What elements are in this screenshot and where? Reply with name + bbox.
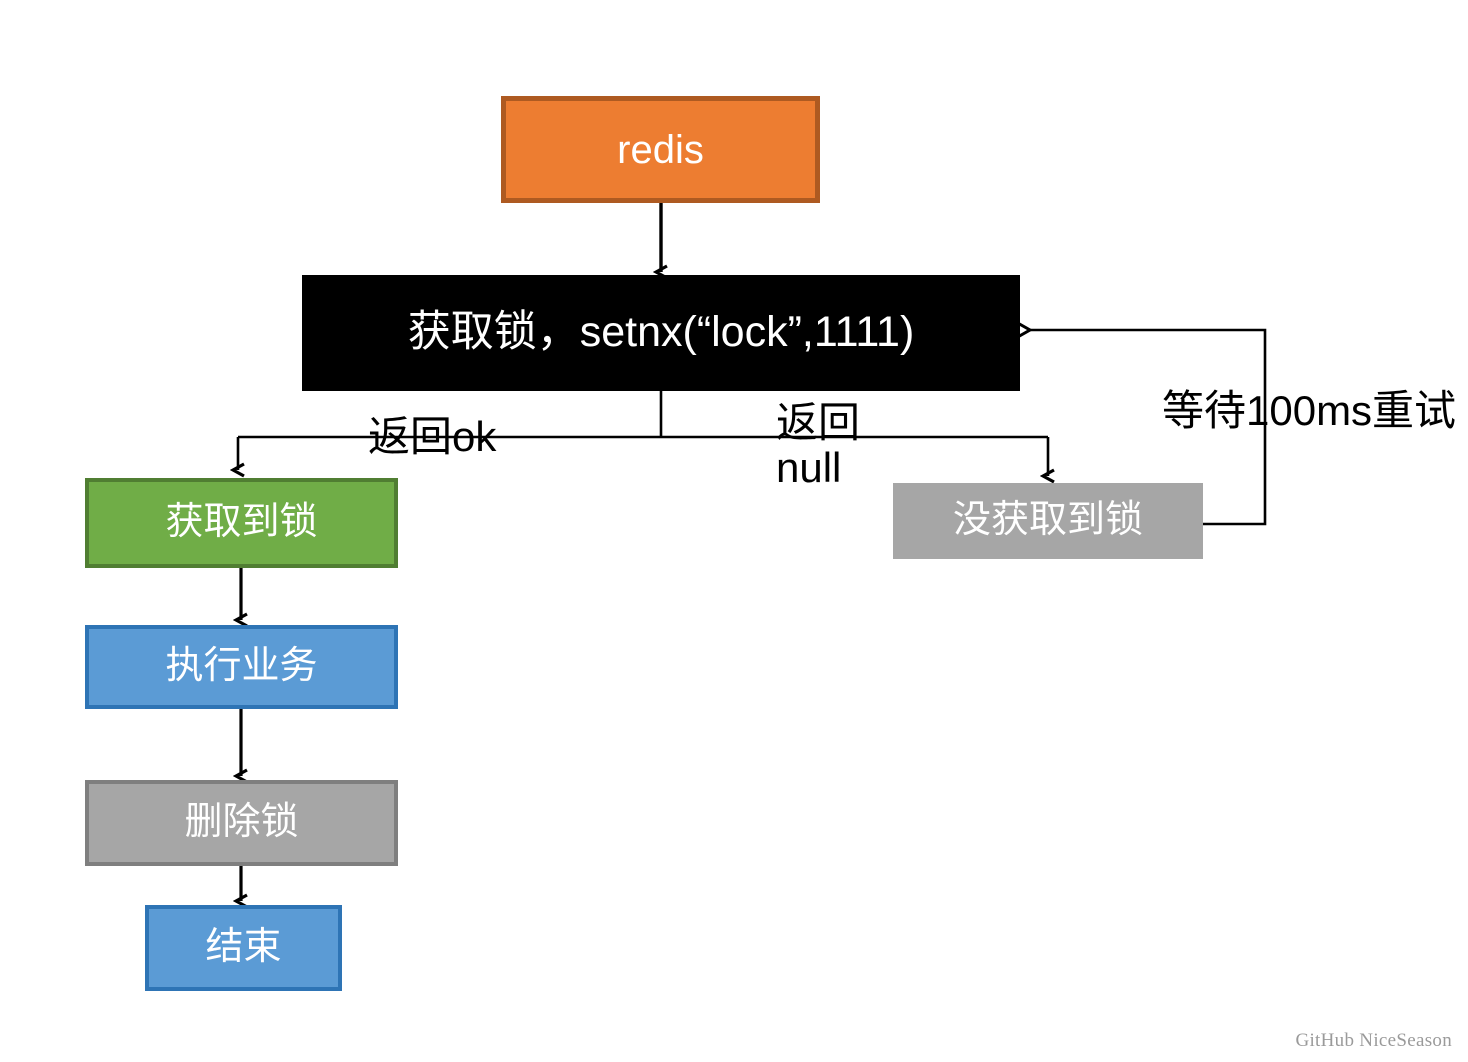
node-no-lock-label: 没获取到锁: [952, 499, 1143, 542]
node-acquire-lock-label: 获取锁，setnx(“lock”,1111): [407, 308, 915, 357]
node-run-business-label: 执行业务: [165, 645, 318, 688]
node-redis-label: redis: [617, 127, 704, 172]
node-got-lock-label: 获取到锁: [165, 501, 318, 544]
node-end[interactable]: 结束: [145, 905, 342, 991]
node-end-label: 结束: [205, 926, 282, 969]
node-run-business[interactable]: 执行业务: [85, 625, 398, 709]
node-delete-lock[interactable]: 删除锁: [85, 780, 398, 866]
edge-label-wait-retry: 等待100ms重试: [1162, 387, 1457, 434]
node-delete-lock-label: 删除锁: [184, 801, 299, 844]
edge-label-return-null: 返回 null: [776, 399, 861, 492]
node-acquire-lock[interactable]: 获取锁，setnx(“lock”,1111): [302, 275, 1020, 391]
watermark: GitHub NiceSeason: [1295, 1030, 1452, 1051]
node-redis[interactable]: redis: [501, 96, 820, 203]
edge-label-return-ok: 返回ok: [368, 413, 497, 460]
edge-acquire-split: [238, 391, 1048, 476]
node-no-lock[interactable]: 没获取到锁: [893, 483, 1203, 559]
node-got-lock[interactable]: 获取到锁: [85, 478, 398, 568]
